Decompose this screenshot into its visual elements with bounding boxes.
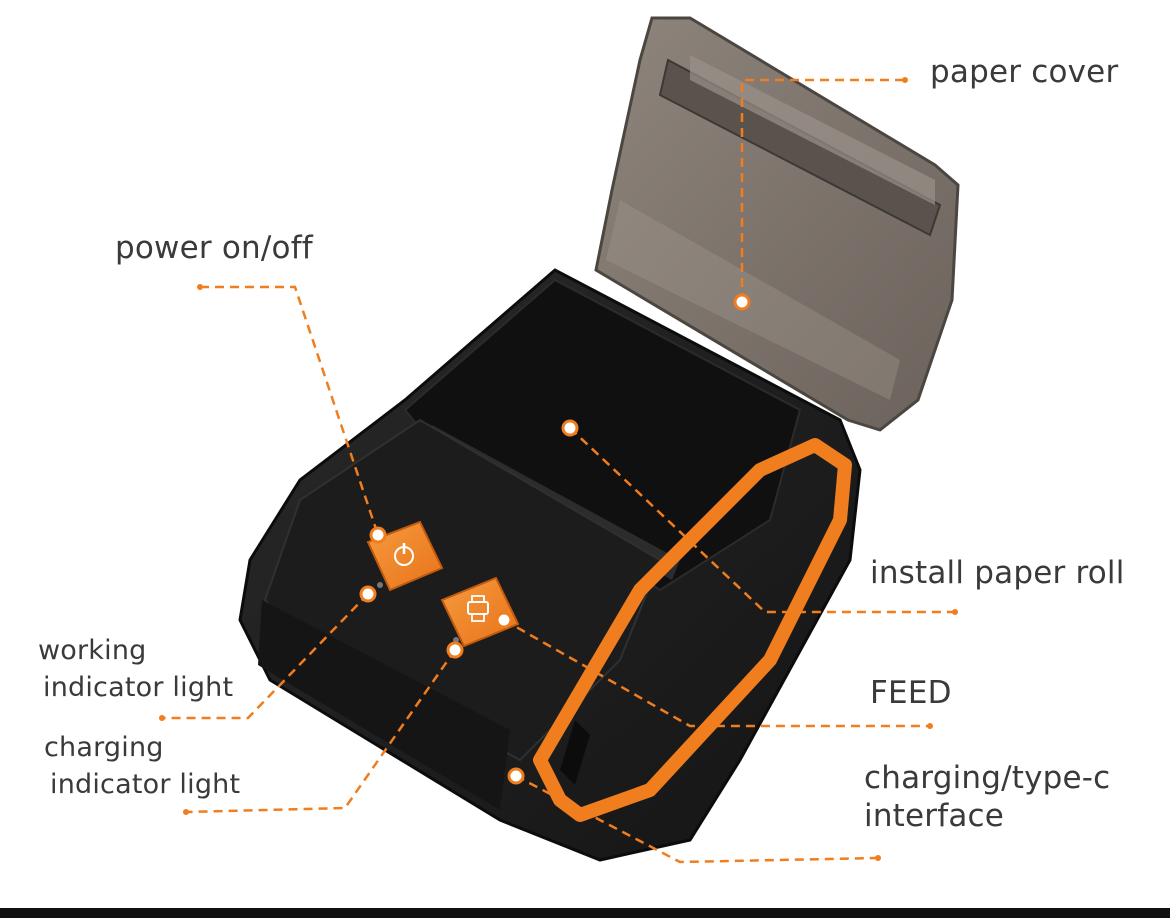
callout-markers xyxy=(359,293,751,785)
feed-button[interactable] xyxy=(440,576,520,648)
power-icon xyxy=(394,543,414,566)
leader-lines xyxy=(162,78,955,864)
leader-feed xyxy=(503,618,930,728)
label-working-line1: working xyxy=(38,635,147,666)
printer-feed-icon xyxy=(467,595,489,622)
leader-charging-light xyxy=(185,649,457,814)
orange-side-strip xyxy=(533,438,852,822)
label-install-roll: install paper roll xyxy=(870,555,1125,591)
charging-indicator-light xyxy=(453,637,459,643)
label-typec: charging/type-c interface xyxy=(864,760,1110,836)
label-feed: FEED xyxy=(870,675,952,711)
label-charging-line1: charging xyxy=(44,732,164,763)
leader-working-light xyxy=(162,593,369,720)
label-paper-cover: paper cover xyxy=(930,54,1119,90)
power-button[interactable] xyxy=(366,520,444,592)
type-c-port xyxy=(560,720,590,785)
label-power: power on/off xyxy=(115,230,313,266)
label-working-line2: indicator light xyxy=(43,672,234,704)
leader-typec xyxy=(515,774,879,864)
printer-body xyxy=(238,268,862,862)
label-charging-indicator: charging indicator light xyxy=(44,729,240,804)
leader-install-roll xyxy=(569,427,955,614)
bottom-bar xyxy=(0,908,1170,918)
label-charging-line2: indicator light xyxy=(50,769,241,801)
label-typec-line2: interface xyxy=(864,797,1005,834)
callout-end-dots xyxy=(159,77,958,861)
label-working-indicator: working indicator light xyxy=(38,632,233,707)
working-indicator-light xyxy=(377,582,383,588)
paper-cover xyxy=(594,16,960,432)
leader-paper-cover xyxy=(740,78,905,302)
label-typec-line1: charging/type-c xyxy=(864,760,1111,796)
leader-power xyxy=(200,285,380,536)
